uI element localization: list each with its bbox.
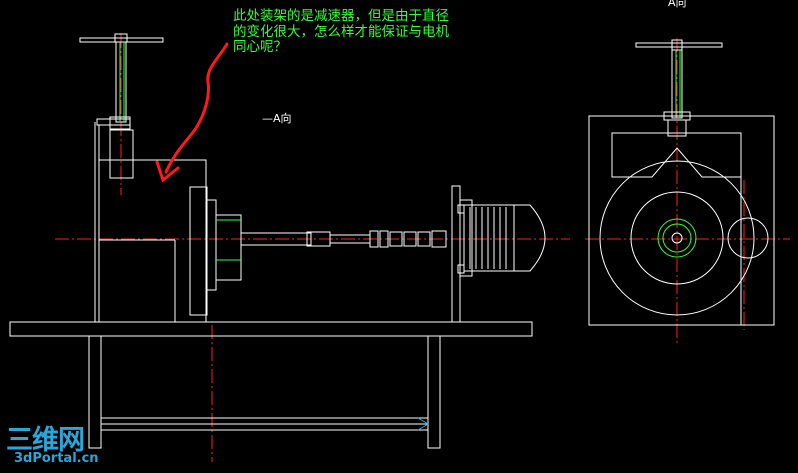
section-label-front: —A向 (262, 112, 292, 125)
frame-leg-right (427, 335, 441, 449)
front-view (9, 33, 546, 449)
side-frame (588, 115, 775, 326)
screw-block (109, 129, 134, 179)
side-small-circle (727, 217, 769, 259)
annotation-text: 此处装架的是减速器，但是由于直径的变化很大，怎么样才能保证与电机同心呢？ (233, 8, 449, 55)
section-label-side: A向 (668, 0, 687, 9)
watermark-site: 3dPortal.cn (14, 451, 99, 466)
housing-circle (599, 160, 755, 316)
electric-motor (451, 185, 546, 323)
centerlines (55, 34, 790, 462)
lead-screw-right (671, 49, 683, 119)
reducer-flange (189, 186, 208, 316)
output-shaft (240, 232, 312, 246)
frame-leg-left (88, 335, 102, 449)
coupling (369, 230, 447, 248)
side-view (588, 39, 775, 326)
lead-screw-left (115, 41, 127, 123)
annotation-arrow (155, 42, 229, 183)
handwheel-bar-right (635, 42, 723, 48)
watermark-logo: 三维网 (6, 425, 85, 456)
base-plate (9, 321, 533, 337)
